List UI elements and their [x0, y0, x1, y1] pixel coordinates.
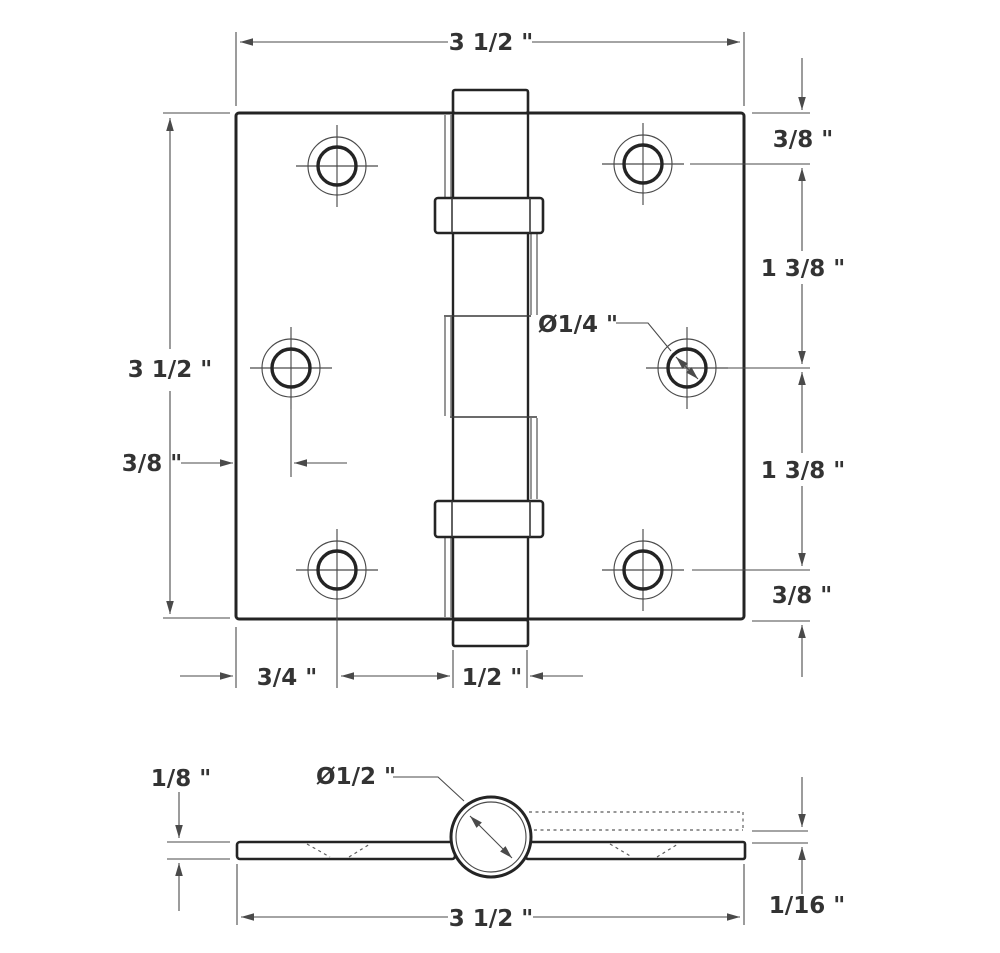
countersink-mark [348, 843, 371, 858]
overall-height-label: 3 1/2 " [128, 357, 212, 383]
knuckle-band-outline [433, 196, 545, 235]
pin-bottom-cap [451, 618, 530, 648]
hidden-leaf-position [529, 811, 744, 831]
barrel-width-label: 1/2 " [462, 665, 522, 691]
dimension-right-chain: 3/8 " 1 3/8 " 1 3/8 " 3/8 " [690, 58, 845, 677]
diameter-arrow [469, 815, 492, 838]
leaf-thickness-label: 1/8 " [151, 766, 211, 792]
knuckle-band-lower [433, 499, 545, 539]
dimension-side-edge-to-hole: 3/8 " [122, 409, 347, 477]
leader-line [393, 776, 465, 802]
bottom-edge-to-hole-label: 3/8 " [772, 583, 832, 609]
diameter-arrow [490, 836, 513, 859]
edge-to-hole-column-label: 3/4 " [257, 665, 317, 691]
side-overall-width-label: 3 1/2 " [449, 906, 533, 932]
screw-hole-middle-left [248, 325, 334, 411]
top-edge-to-hole-label: 3/8 " [773, 127, 833, 153]
pin-top-cap [451, 88, 530, 115]
dimension-bottom-chain: 3/4 " 1/2 " [180, 611, 583, 691]
dimension-knuckle-diameter: Ø1/2 " [316, 764, 465, 802]
knuckle-band-upper [433, 196, 545, 235]
screw-hole-top-right [600, 121, 686, 207]
screw-hole-bottom-right [600, 527, 686, 613]
dimension-overall-width: 3 1/2 " [235, 30, 745, 106]
screw-hole-bottom-left [294, 527, 380, 613]
countersink-mark [306, 843, 331, 858]
overall-width-label: 3 1/2 " [449, 30, 533, 56]
hinge-barrel [433, 88, 545, 648]
dimension-screw-hole-diameter: Ø1/4 " [538, 312, 699, 380]
countersink-mark [656, 843, 679, 858]
side-edge-to-hole-label: 3/8 " [122, 451, 182, 477]
dimension-leaf-thickness: 1/8 " [151, 766, 230, 911]
upper-hole-spacing-label: 1 3/8 " [761, 256, 845, 282]
knuckle-diameter-label: Ø1/2 " [316, 764, 396, 790]
front-view: Ø1/4 " 3 1/2 " 3 1/2 " 3/8 " [122, 30, 845, 691]
leader-line [616, 322, 672, 352]
diameter-arrow [686, 367, 699, 380]
screw-hole-diameter-label: Ø1/4 " [538, 312, 618, 338]
left-leaf-profile [235, 840, 457, 861]
lower-hole-spacing-label: 1 3/8 " [761, 458, 845, 484]
leaf-offset-label: 1/16 " [769, 893, 845, 919]
screw-hole-top-left [294, 123, 380, 209]
right-leaf-profile [524, 840, 747, 861]
dimension-side-overall-width: 3 1/2 " [236, 864, 745, 932]
dimension-overall-height: 3 1/2 " [128, 112, 230, 619]
knuckle-circle-inner [455, 801, 527, 873]
knuckle-band-outline [433, 499, 545, 539]
dimension-leaf-offset: 1/16 " [752, 777, 845, 919]
side-view: Ø1/2 " 1/8 " 1/16 " 3 1/2 " [151, 764, 845, 932]
diameter-arrow [675, 356, 688, 369]
countersink-mark [609, 843, 633, 858]
